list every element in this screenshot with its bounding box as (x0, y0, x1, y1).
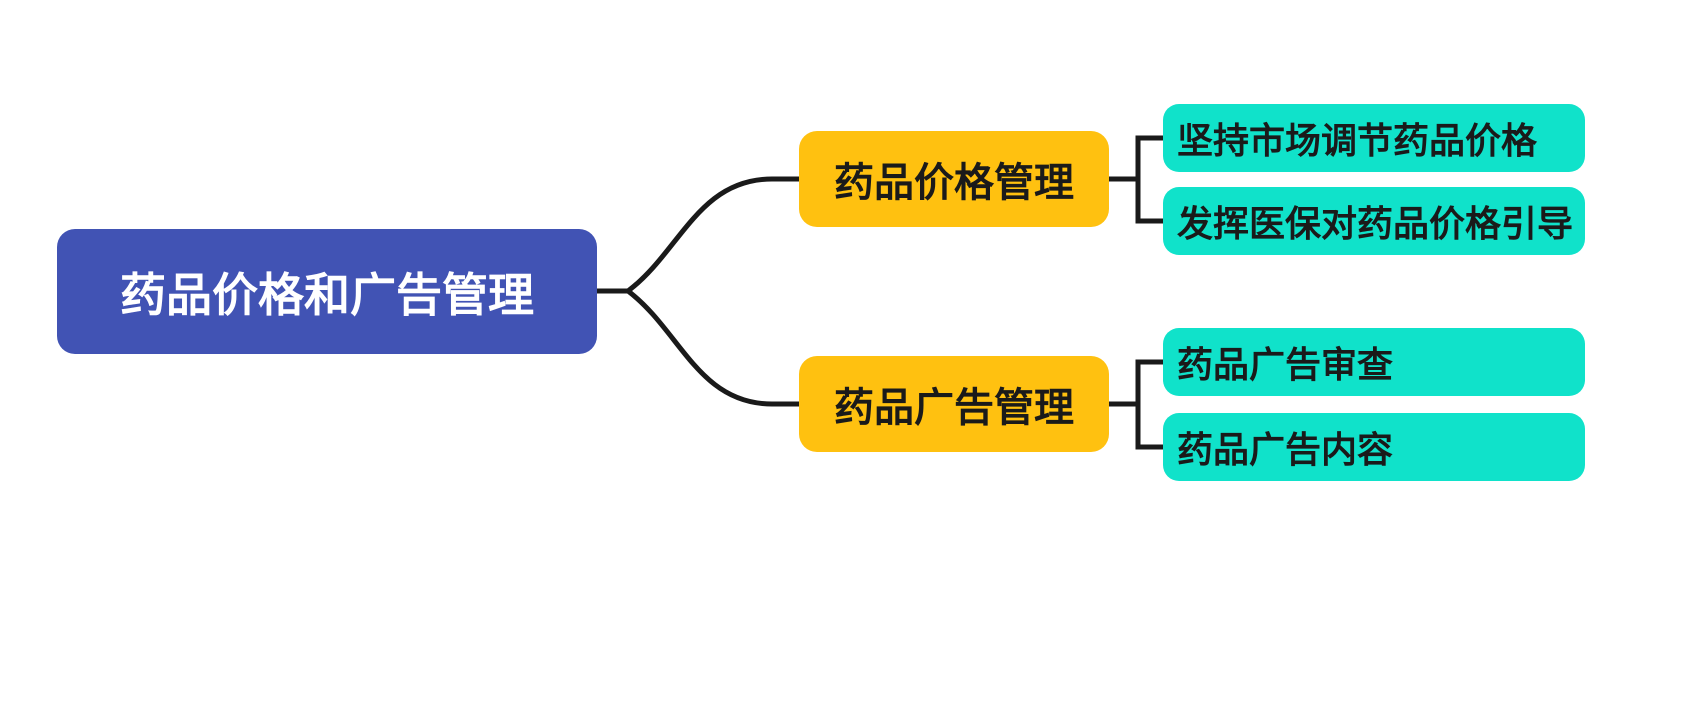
leaf-node-label: 坚持市场调节药品价格 (1177, 120, 1538, 161)
connector-branch-2-to-leaves (1109, 359, 1163, 450)
branch-node-drug-price-management[interactable]: 药品价格管理 (799, 131, 1109, 227)
leaf-node-label: 药品广告内容 (1177, 429, 1394, 470)
connector-branch-1-to-leaves (1109, 135, 1163, 224)
root-node-drug-price-and-ad-management[interactable]: 药品价格和广告管理 (57, 229, 597, 354)
leaf-node-drug-ad-content[interactable]: 药品广告内容 (1163, 413, 1585, 481)
branch-node-drug-ad-management[interactable]: 药品广告管理 (799, 356, 1109, 452)
connector-root-to-branch-1 (597, 176, 799, 294)
leaf-node-label: 发挥医保对药品价格引导 (1177, 203, 1574, 244)
leaf-node-drug-ad-review[interactable]: 药品广告审查 (1163, 328, 1585, 396)
root-node-label: 药品价格和广告管理 (120, 268, 534, 321)
leaf-node-market-regulated-price[interactable]: 坚持市场调节药品价格 (1163, 104, 1585, 172)
connector-root-to-branch-2 (597, 288, 799, 407)
leaf-node-medical-insurance-price-guidance[interactable]: 发挥医保对药品价格引导 (1163, 187, 1585, 255)
branch-node-label: 药品广告管理 (834, 386, 1074, 430)
leaf-node-label: 药品广告审查 (1177, 344, 1394, 385)
branch-node-label: 药品价格管理 (834, 161, 1074, 205)
